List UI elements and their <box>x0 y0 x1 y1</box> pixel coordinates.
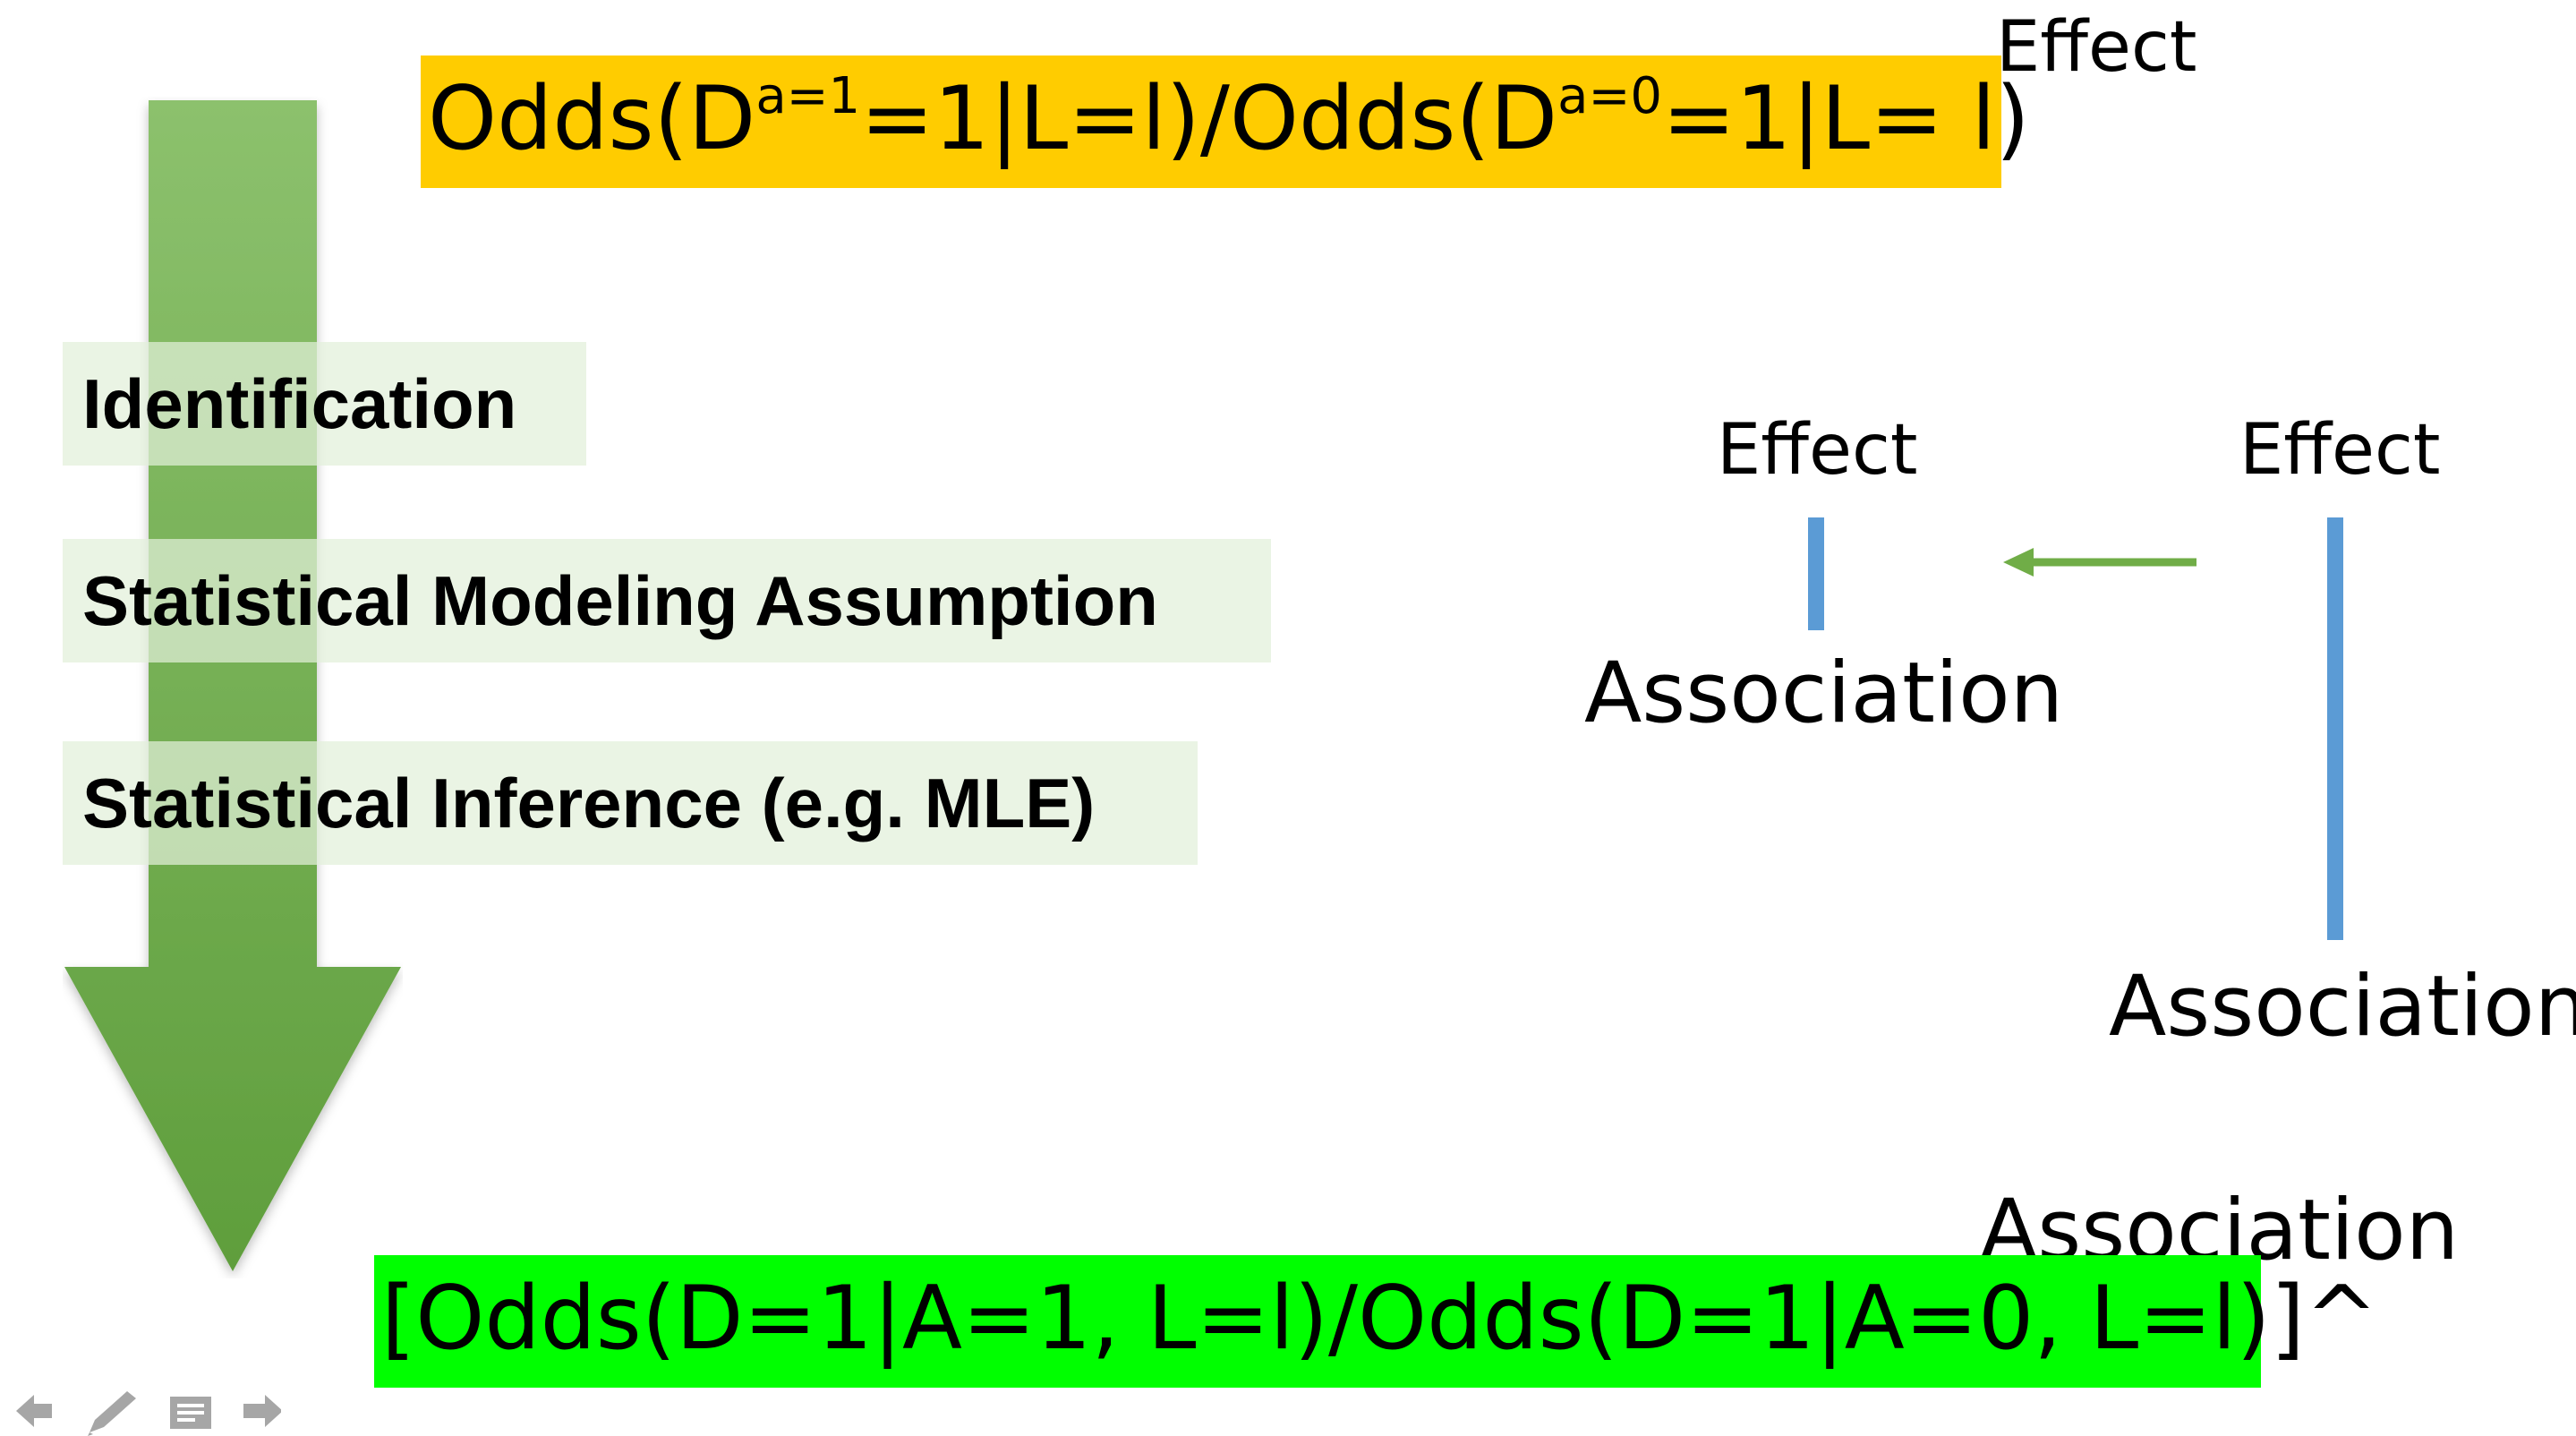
effect-formula: Odds(Da=1=1|L=l)/Odds(Da=0=1|L= l) <box>421 56 2030 188</box>
scale-right-bar <box>2327 517 2343 940</box>
next-slide-icon[interactable] <box>243 1395 281 1427</box>
comparison-arrow-icon <box>2003 548 2196 577</box>
notes-icon[interactable] <box>170 1397 211 1429</box>
effect-formula-part1: Odds(D <box>428 68 756 170</box>
effect-formula-sup2: a=0 <box>1557 67 1663 125</box>
step-identification: Identification <box>63 342 586 466</box>
scale-left-effect-label: Effect <box>1717 410 1918 491</box>
effect-formula-part2: =1|L=l)/Odds(D <box>860 68 1558 170</box>
association-formula: [Odds(D=1|A=1, L=l)/Odds(D=1|A=0, L=l)]^ <box>374 1255 2378 1388</box>
pen-icon[interactable] <box>88 1391 136 1436</box>
step-statistical-inference: Statistical Inference (e.g. MLE) <box>63 741 1198 865</box>
previous-slide-icon[interactable] <box>16 1395 52 1427</box>
scale-left-association-label: Association <box>1584 645 2064 742</box>
slide-navigation <box>16 1391 281 1436</box>
process-flow-arrow <box>64 100 401 1271</box>
scale-right-association-label: Association <box>2109 958 2576 1056</box>
scale-right-effect-label: Effect <box>2239 410 2441 491</box>
effect-formula-label: Effect <box>1996 7 2197 88</box>
step-statistical-modeling: Statistical Modeling Assumption <box>63 539 1271 662</box>
effect-formula-sup1: a=1 <box>755 67 861 125</box>
scale-left-bar <box>1808 517 1824 630</box>
effect-formula-part3: =1|L= l) <box>1662 68 2030 170</box>
